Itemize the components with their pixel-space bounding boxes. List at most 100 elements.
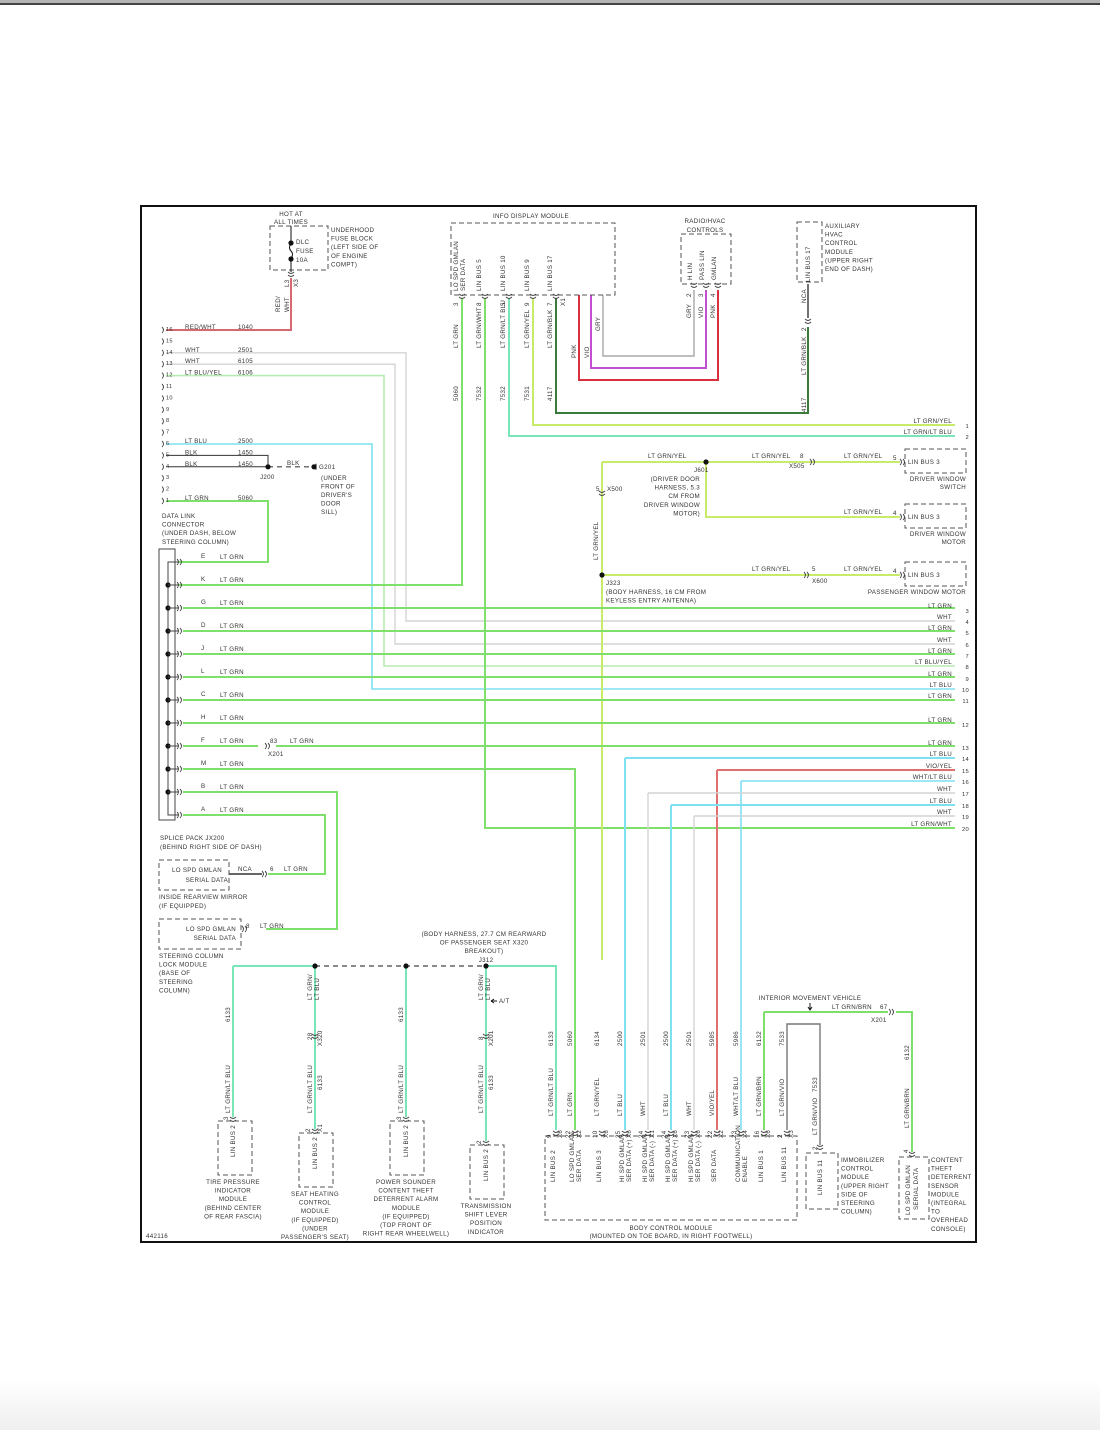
ground-desc: SILL) [321,509,337,516]
idm-connector-icon [505,293,513,299]
window-module-pin: 5 [893,455,897,462]
dlc-pin-icon [161,497,164,505]
idm-wire-color: LT GRN [453,324,460,348]
ground-wire-color: BLK [287,460,300,467]
window-wire-color: LT GRN/YEL [752,566,791,573]
dlc-pin-number: 8 [166,418,169,424]
lin2-module-conn: X1 [317,1124,324,1132]
wire-wht-2501 [166,352,955,622]
rearview-mirror-box [158,859,230,891]
splice-wire-color: LT GRN [220,784,244,791]
bcm-pin-conn: X6 [672,1130,679,1138]
wire-lt-grn-brn-6132 [896,1011,913,1152]
bcm-pin-number: 24 [638,1130,645,1138]
edge-wire-color: LT GRN [928,625,952,632]
window-wire-color: LT GRN/YEL [648,453,687,460]
idm-wire-color: LT GRN/BLK [547,309,554,348]
bcm-pin-number: 10 [592,1130,599,1138]
window-module-box [904,503,967,529]
splice-pin-connector-icon [176,673,182,681]
fuse-block-desc: (LEFT SIDE OF [331,244,378,251]
ground-desc: DOOR [321,501,341,508]
window-wire-color: LT GRN/YEL [844,509,883,516]
wire-lt-grn-A [183,814,326,875]
idm-wire-circuit: 5060 [453,386,460,401]
aux-hvac-desc: END OF DASH) [825,266,873,273]
bcm-pin-label: SER DATA [576,1149,583,1182]
edge-terminal-number: 14 [962,757,970,763]
edge-terminal-number: 18 [962,804,969,810]
splice-pin-letter: C [201,691,206,698]
bcm-pin-number: 23 [731,1130,738,1138]
bcm-pin-conn: X6 [603,1130,610,1138]
j323-label: J323 [606,580,621,587]
aux-hvac-desc: MODULE [825,249,853,256]
lin2-module-label: LIN BUS 2 [483,1149,490,1181]
dlc-pin-icon [161,463,164,471]
idm-pin-label: SER DATA [460,258,467,291]
edge-terminal-number: 5 [965,631,969,637]
j312-splice [483,963,489,969]
wire-blk-1450 [166,454,269,467]
idm-pin-label: LIN BUS 5 [476,259,483,291]
theft-sensor-box [898,1156,930,1220]
info-display-module-box [450,222,616,296]
aux-hvac-desc: (UPPER RIGHT [825,257,873,264]
mirror-desc: (IF EQUIPPED) [159,903,206,910]
j323-splice [599,572,605,578]
dlc-wire-color: LT GRN [185,495,209,502]
splice-pin-letter: K [201,576,206,583]
dlc-wire-circuit: 2500 [238,438,253,445]
fuse-connector-icon [287,271,295,277]
idm-pin-number: 8 [476,302,483,306]
immobilizer-wire-color: LT GRN/VIO [812,1098,819,1136]
j312-splice-dot [403,963,409,969]
lin2-module-name: (UNDER [302,1225,328,1232]
idm-pin-label: LIN BUS 10 [500,255,507,291]
edge-terminal-number: 9 [965,677,969,683]
theft-sensor-desc: CONSOLE) [931,1226,966,1233]
lin2-wire-color: LT GRN/LT BLU [307,1065,314,1113]
mirror-pin: 6 [270,866,274,873]
lin2-module-name: RIGHT REAR WHEELWELL) [363,1231,450,1238]
theft-sensor-wire-color: LT GRN/BRN [904,1088,911,1128]
idm-wire-color: LT GRN/WHT [476,307,483,348]
bcm-pin-number: 2 [777,1134,784,1138]
bcm-wire-circuit: 5060 [567,1031,574,1046]
j323-desc: (BODY HARNESS, 16 CM FROM [606,589,706,596]
radio-pin-number: 2 [686,293,693,297]
dlc-pin-number: 4 [166,464,169,470]
dlc-pin-number: 3 [166,475,169,481]
bcm-connector-icon [644,1130,652,1136]
window-module-label: LIN BUS 3 [908,459,940,466]
edge-terminal-number: 11 [962,699,969,705]
bcm-wire-color: LT GRN/BRN [756,1076,763,1116]
bcm-pin-label: ENABLE [742,1156,749,1182]
lin2-wire-color: LT BLU [314,978,321,1000]
dlc-pin-icon [161,372,164,379]
window-wire-color: LT GRN/YEL [844,566,883,573]
lin2-module-name: POSITION [470,1220,502,1227]
dlc-wire-color: WHT [185,347,200,354]
window-module-label: LIN BUS 3 [908,572,940,579]
dlc-pin-icon [161,417,164,425]
lin2-wire-circuit: 6133 [317,1075,324,1090]
splice-pack-desc: SPLICE PACK JX200 [160,835,225,842]
idm-extra-color: GRY [595,317,602,331]
dlc-pin-number: 16 [166,327,173,333]
x201-connector-icon [264,742,270,750]
fuse-name: DLC [296,239,310,246]
radio-title: RADIO/HVAC [684,218,725,225]
x505-connector-icon [809,458,815,466]
j601-desc: MOTOR) [673,510,700,517]
theft-sensor-label: LO SPD GMLAN [905,1165,912,1215]
steering-lock-connector-icon [241,925,247,933]
edge-wire-color: LT GRN [928,671,952,678]
bcm-wire-color: LT GRN/LT BLU [548,1068,555,1116]
bcm-pin-number: 24 [661,1130,668,1138]
bcm-wire-circuit: 6134 [594,1031,601,1046]
lin2-module-name: INDICATOR [468,1229,504,1236]
dlc-pin-number: 11 [166,384,172,390]
steering-lock-desc: LOCK MODULE [159,962,207,969]
wire-lt-grn-yel-7531 [532,298,955,426]
